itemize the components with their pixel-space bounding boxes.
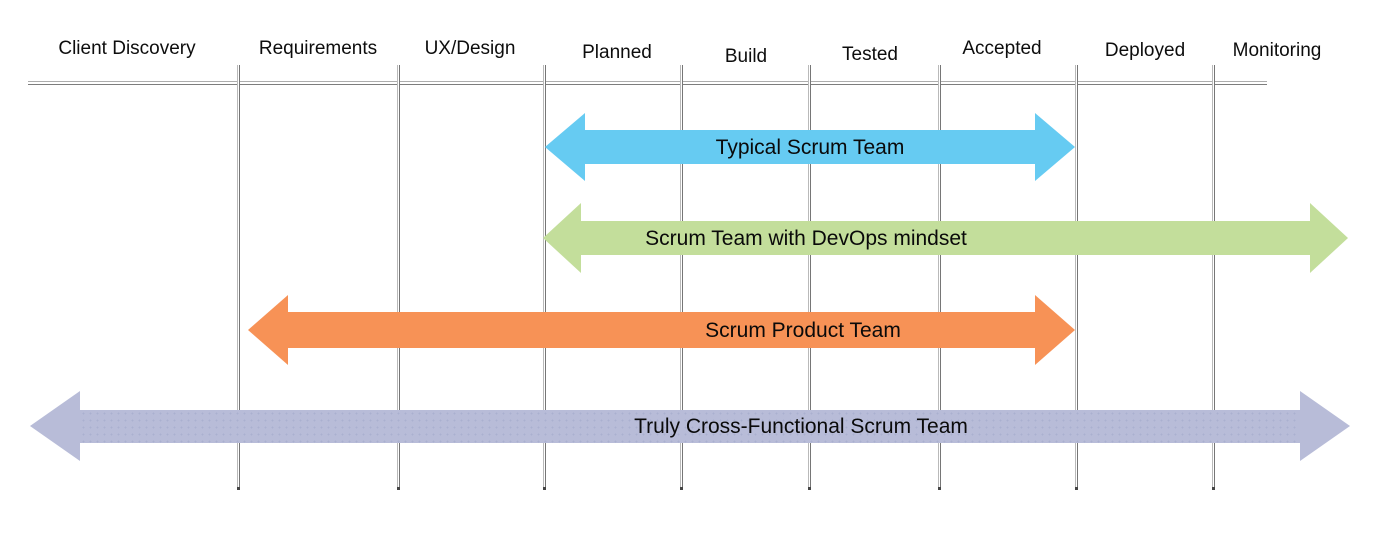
- arrow-scrum-product-team: [248, 295, 1075, 365]
- arrowhead-right-icon: [1300, 391, 1350, 461]
- arrow-typical-scrum-team: [545, 113, 1075, 181]
- arrow-body: [585, 130, 1035, 164]
- stage-label-accepted: Accepted: [962, 38, 1042, 59]
- stage-divider: [1212, 65, 1215, 490]
- stage-label-ux-design: UX/Design: [424, 38, 516, 59]
- stage-label-requirements: Requirements: [258, 38, 378, 59]
- arrow-label-truly-cross-functional-scrum-team: Truly Cross-Functional Scrum Team: [634, 415, 968, 438]
- stage-label-monitoring: Monitoring: [1232, 40, 1322, 61]
- arrow-label-scrum-product-team: Scrum Product Team: [705, 319, 901, 342]
- stage-label-deployed: Deployed: [1104, 40, 1186, 61]
- stage-divider: [808, 65, 811, 490]
- arrow-scrum-team-devops-mindset: [543, 203, 1348, 273]
- stage-divider: [938, 65, 941, 490]
- arrowhead-right-icon: [1310, 203, 1348, 273]
- stage-divider: [543, 65, 546, 490]
- arrowhead-left-icon: [248, 295, 288, 365]
- arrowhead-left-icon: [543, 203, 581, 273]
- header-underline: [28, 81, 1267, 85]
- arrow-body: [581, 221, 1310, 255]
- arrowhead-left-icon: [545, 113, 585, 181]
- arrowhead-left-icon: [30, 391, 80, 461]
- arrow-body: [288, 312, 1035, 348]
- arrow-body: [80, 409, 1300, 443]
- arrow-truly-cross-functional-scrum-team: [30, 391, 1350, 461]
- stage-divider: [680, 65, 683, 490]
- arrowhead-right-icon: [1035, 295, 1075, 365]
- stage-divider: [237, 65, 240, 490]
- stage-divider: [397, 65, 400, 490]
- arrow-label-typical-scrum-team: Typical Scrum Team: [715, 136, 905, 159]
- stage-divider: [1075, 65, 1078, 490]
- stage-label-tested: Tested: [842, 44, 898, 65]
- stage-label-planned: Planned: [582, 42, 652, 63]
- stage-label-client-discovery: Client Discovery: [58, 38, 196, 59]
- stage-label-build: Build: [724, 46, 768, 67]
- arrowhead-right-icon: [1035, 113, 1075, 181]
- arrow-label-scrum-team-devops-mindset: Scrum Team with DevOps mindset: [645, 227, 967, 250]
